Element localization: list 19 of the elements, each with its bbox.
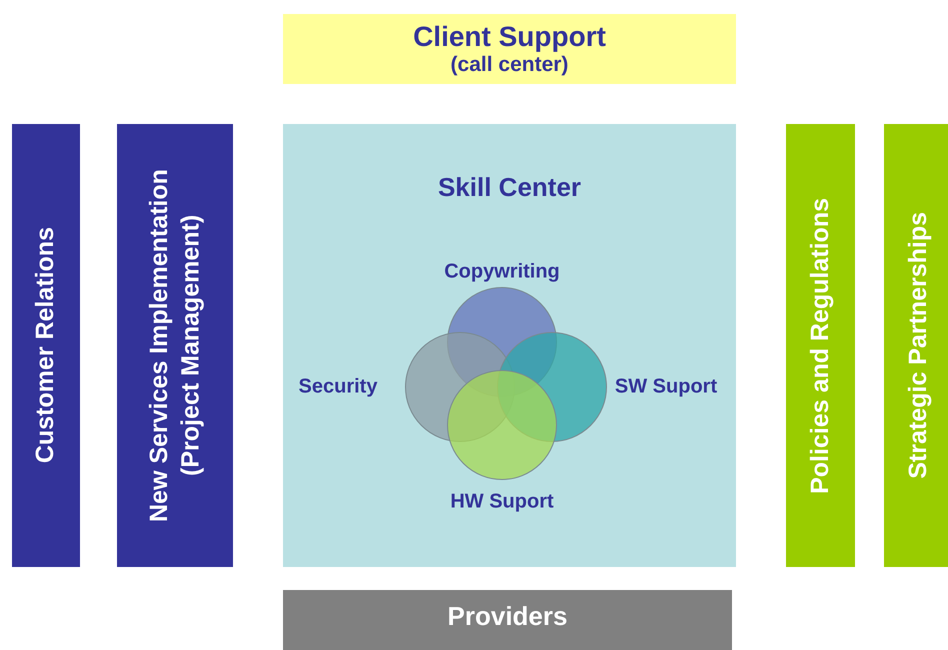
vertical-bar: [786, 124, 855, 567]
circle-label: Copywriting: [444, 260, 560, 284]
vertical-label: Strategic Partnerships: [903, 212, 934, 479]
panel-title: Skill Center: [438, 172, 582, 203]
circle-label: Security: [298, 376, 378, 398]
bottom-bar: [283, 590, 732, 650]
box-subtitle: (call center): [450, 53, 568, 77]
vertical-bar: [884, 124, 948, 567]
circle-label: HW Suport: [450, 490, 554, 514]
vertical-label: New Services Implementation (Project Management): [144, 168, 205, 524]
vertical-bar: [12, 124, 80, 567]
box-title: Client Support: [413, 21, 606, 53]
circle-label: SW Suport: [614, 376, 718, 398]
bar-label: Providers: [448, 601, 568, 632]
header-box: [283, 14, 736, 84]
vertical-label: Customer Relations: [30, 227, 60, 464]
panel: [283, 124, 736, 567]
vertical-label: Policies and Regulations: [804, 198, 835, 494]
vertical-bar: [117, 124, 233, 567]
